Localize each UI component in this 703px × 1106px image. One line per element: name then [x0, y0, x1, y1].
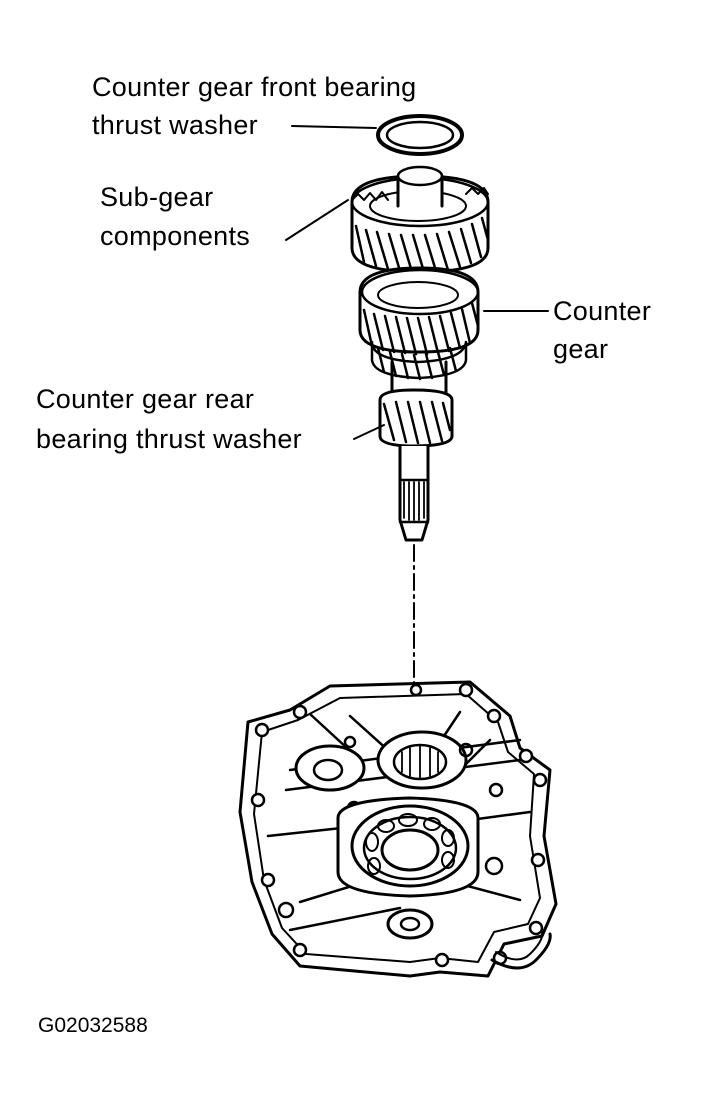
sub-gear-teeth	[354, 216, 490, 274]
counter-shaft	[378, 360, 454, 542]
transmission-case	[238, 680, 558, 978]
sub-gear-components	[350, 165, 490, 274]
label-sub-gear-line2: components	[100, 221, 251, 251]
label-rear-washer-line2: bearing thrust washer	[36, 424, 302, 454]
figure-code: G02032588	[38, 1014, 148, 1037]
leader-sub-gear	[285, 199, 349, 241]
main-bearing	[336, 796, 480, 898]
label-sub-gear-line1: Sub-gear	[100, 182, 214, 212]
label-counter-gear-line2: gear	[553, 334, 609, 364]
label-rear-washer-line1: Counter gear rear	[36, 384, 255, 414]
label-front-washer-line2: thrust washer	[92, 110, 258, 140]
leader-front-washer	[291, 125, 377, 129]
front-thrust-washer	[376, 114, 464, 156]
label-counter-gear-line1: Counter	[553, 296, 652, 326]
leader-lines	[285, 125, 549, 440]
leader-rear-washer	[353, 424, 385, 440]
counter-gear	[358, 266, 480, 381]
label-front-washer-line1: Counter gear front bearing	[92, 72, 417, 102]
